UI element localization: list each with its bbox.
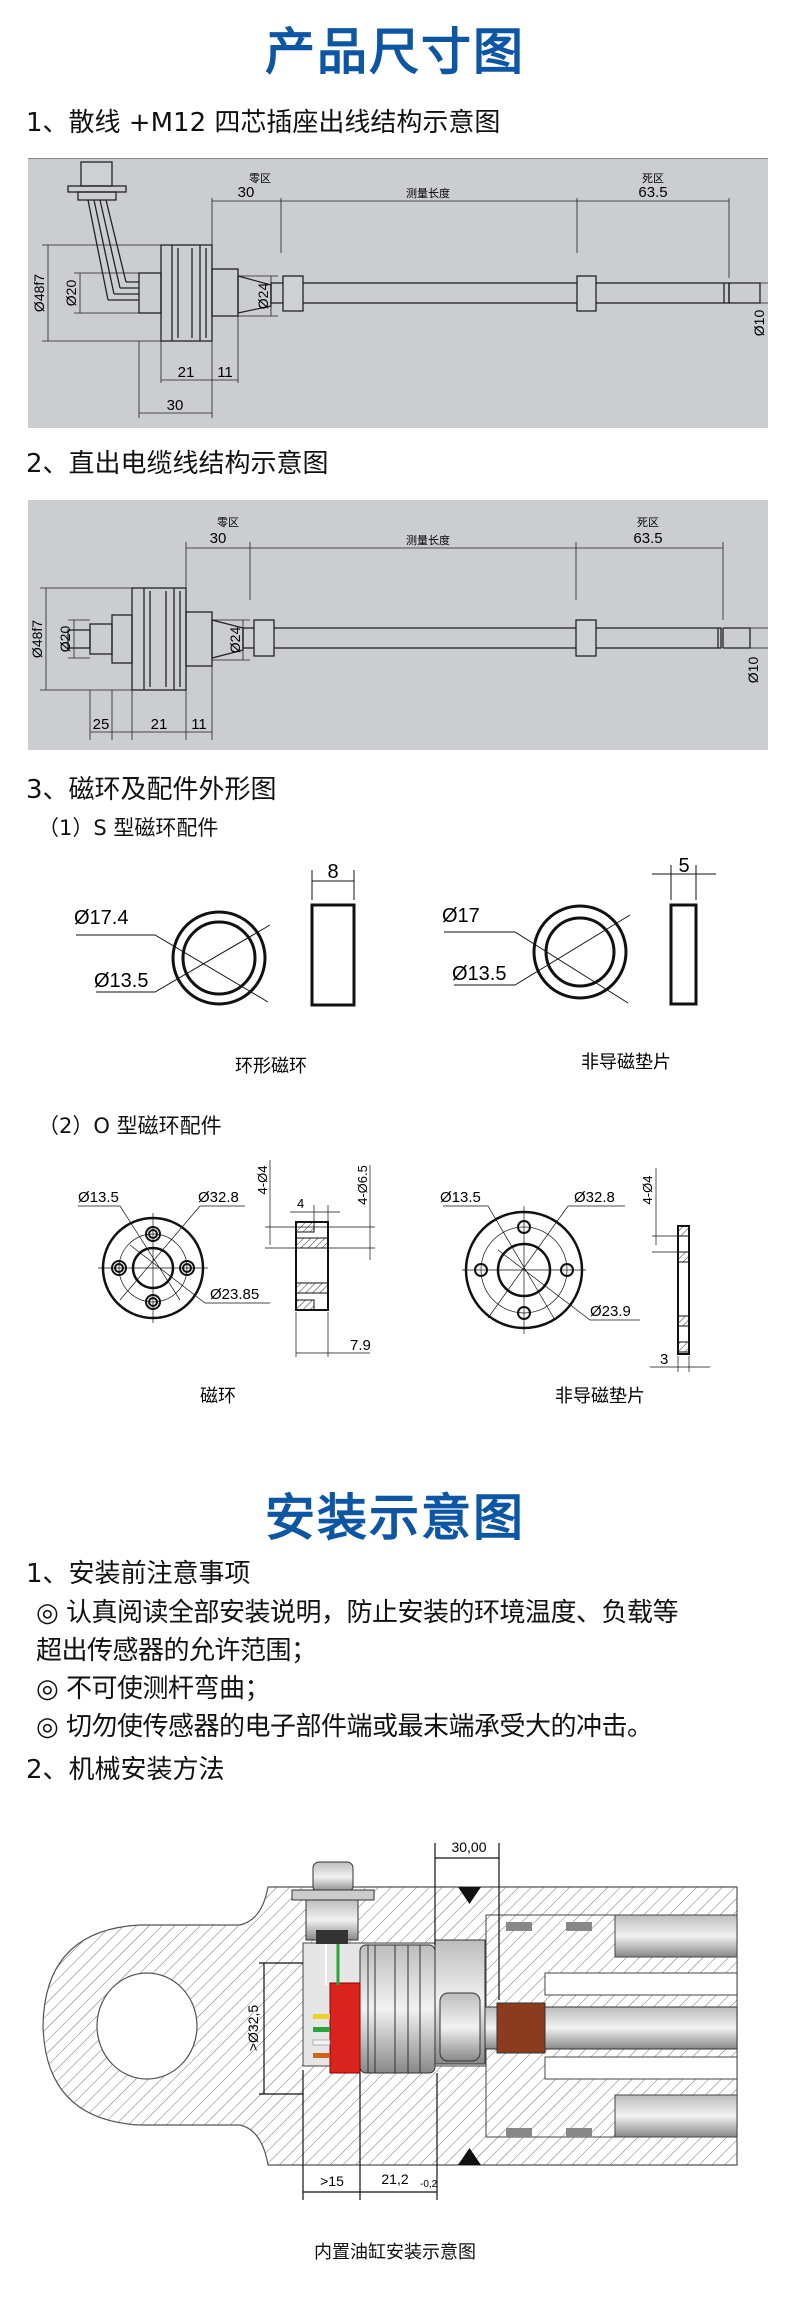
o-ring-caption: 磁环 [200, 1386, 236, 1407]
o-ring-holes-dim: 4-Ø4 [255, 1166, 270, 1195]
dim-tolerance: -0,2 [420, 2179, 438, 2190]
dim-dead-length: 63.5 [633, 530, 662, 547]
s-spacer-caption: 非导磁垫片 [581, 1052, 671, 1073]
label-measure-length: 测量长度 [406, 533, 450, 547]
label-o-type: （2）O 型磁环配件 [38, 1114, 222, 1138]
drawing-m12-structure: 零区 30 测量长度 死区 63.5 Ø48f7 Ø20 Ø24 Ø10 21 … [28, 158, 768, 428]
dim-diameter-24: Ø24 [227, 627, 243, 654]
note-item: ◎ 不可使测杆弯曲； [36, 1674, 270, 1704]
heading-mechanical-install: 2、机械安装方法 [26, 1755, 225, 1785]
heading-scattered-wire-m12: 1、散线 +M12 四芯插座出线结构示意图 [26, 108, 501, 138]
s-spacer-outer-dim: Ø17 [442, 905, 480, 927]
drawing-direct-cable-structure: 零区 30 测量长度 死区 63.5 Ø48f7 Ø20 Ø24 Ø10 25 … [28, 500, 768, 750]
o-ring-pcd-dim: Ø23.85 [210, 1286, 259, 1303]
heading-direct-cable: 2、直出电缆线结构示意图 [26, 449, 329, 479]
note-item: ◎ 切勿使传感器的电子部件端或最末端承受大的冲击。 [36, 1712, 653, 1742]
label-zero-zone: 零区 [249, 172, 271, 185]
o-spacer-pcd-dim: Ø23.9 [590, 1303, 631, 1320]
dim-zero-length: 30 [238, 184, 255, 201]
dim-flange-length: 21,2 [381, 2171, 408, 2187]
s-spacer-width-dim: 5 [678, 855, 689, 877]
label-s-type: （1）S 型磁环配件 [38, 816, 219, 840]
heading-precautions: 1、安装前注意事项 [26, 1559, 251, 1589]
dim-diameter-48: Ø48f7 [29, 620, 45, 658]
note-item: ◎ 认真阅读全部安装说明，防止安装的环境温度、负载等 [36, 1598, 678, 1628]
dim-zero-length: 30 [210, 530, 227, 547]
label-zero-zone: 零区 [217, 516, 239, 529]
dim-width-30: 30 [167, 397, 184, 414]
s-ring-width-dim: 8 [327, 861, 338, 883]
dim-width-11: 11 [191, 716, 207, 733]
label-measure-length: 测量长度 [406, 186, 450, 200]
dim-dead-length: 63.5 [638, 184, 667, 201]
dim-diameter-10: Ø10 [751, 310, 767, 337]
s-spacer-inner-dim: Ø13.5 [452, 963, 506, 985]
s-ring-caption: 环形磁环 [235, 1056, 307, 1077]
o-spacer-holes-dim: 4-Ø4 [640, 1176, 655, 1205]
o-spacer-outer-dim: Ø32.8 [574, 1189, 615, 1206]
o-spacer-width-dim: 3 [660, 1351, 668, 1368]
o-ring-counterbore-dim: 4-Ø6.5 [355, 1165, 370, 1205]
heading-magnet-rings: 3、磁环及配件外形图 [26, 775, 277, 805]
install-drawing-caption: 内置油缸安装示意图 [314, 2242, 476, 2263]
label-dead-zone: 死区 [642, 173, 664, 185]
drawing-cylinder-installation: 30,00 >Ø32,5 >15 21,2 -0,2 [42, 1839, 738, 2200]
dimensions-title: 产品尺寸图 [265, 23, 525, 81]
dim-diameter-48: Ø48f7 [31, 274, 47, 312]
dim-diameter-20: Ø20 [63, 280, 79, 307]
dim-width-11: 11 [217, 364, 233, 381]
dim-width-25: 25 [93, 716, 110, 733]
s-ring-outer-dim: Ø17.4 [74, 907, 128, 929]
o-spacer-caption: 非导磁垫片 [555, 1386, 645, 1407]
dim-width-21: 21 [178, 364, 195, 381]
o-ring-inner-dim: Ø13.5 [78, 1189, 119, 1206]
dim-diameter-20: Ø20 [57, 626, 73, 653]
o-ring-outer-dim: Ø32.8 [198, 1189, 239, 1206]
dim-diameter-10: Ø10 [745, 657, 761, 684]
dim-width-21: 21 [151, 716, 168, 733]
install-title: 安装示意图 [265, 1489, 525, 1547]
o-ring-depth-dim: 4 [297, 1196, 304, 1211]
dim-bore-diameter: >Ø32,5 [245, 2005, 261, 2052]
s-ring-inner-dim: Ø13.5 [94, 970, 148, 992]
o-spacer-inner-dim: Ø13.5 [440, 1189, 481, 1206]
drawing-o-type-accessories: Ø13.5 Ø32.8 Ø23.85 4-Ø4 4-Ø6.5 4 7.9 磁环 … [78, 1160, 710, 1407]
dim-dead-zone-30: 30,00 [451, 1839, 486, 1855]
drawing-s-type-accessories: Ø17.4 Ø13.5 8 环形磁环 Ø17 Ø13.5 5 非导磁垫片 [74, 855, 716, 1077]
dim-diameter-24: Ø24 [255, 283, 271, 310]
o-ring-width-dim: 7.9 [350, 1337, 371, 1354]
dim-min-depth: >15 [320, 2173, 344, 2189]
label-dead-zone: 死区 [637, 517, 659, 529]
note-item-continuation: 超出传感器的允许范围； [36, 1636, 317, 1666]
